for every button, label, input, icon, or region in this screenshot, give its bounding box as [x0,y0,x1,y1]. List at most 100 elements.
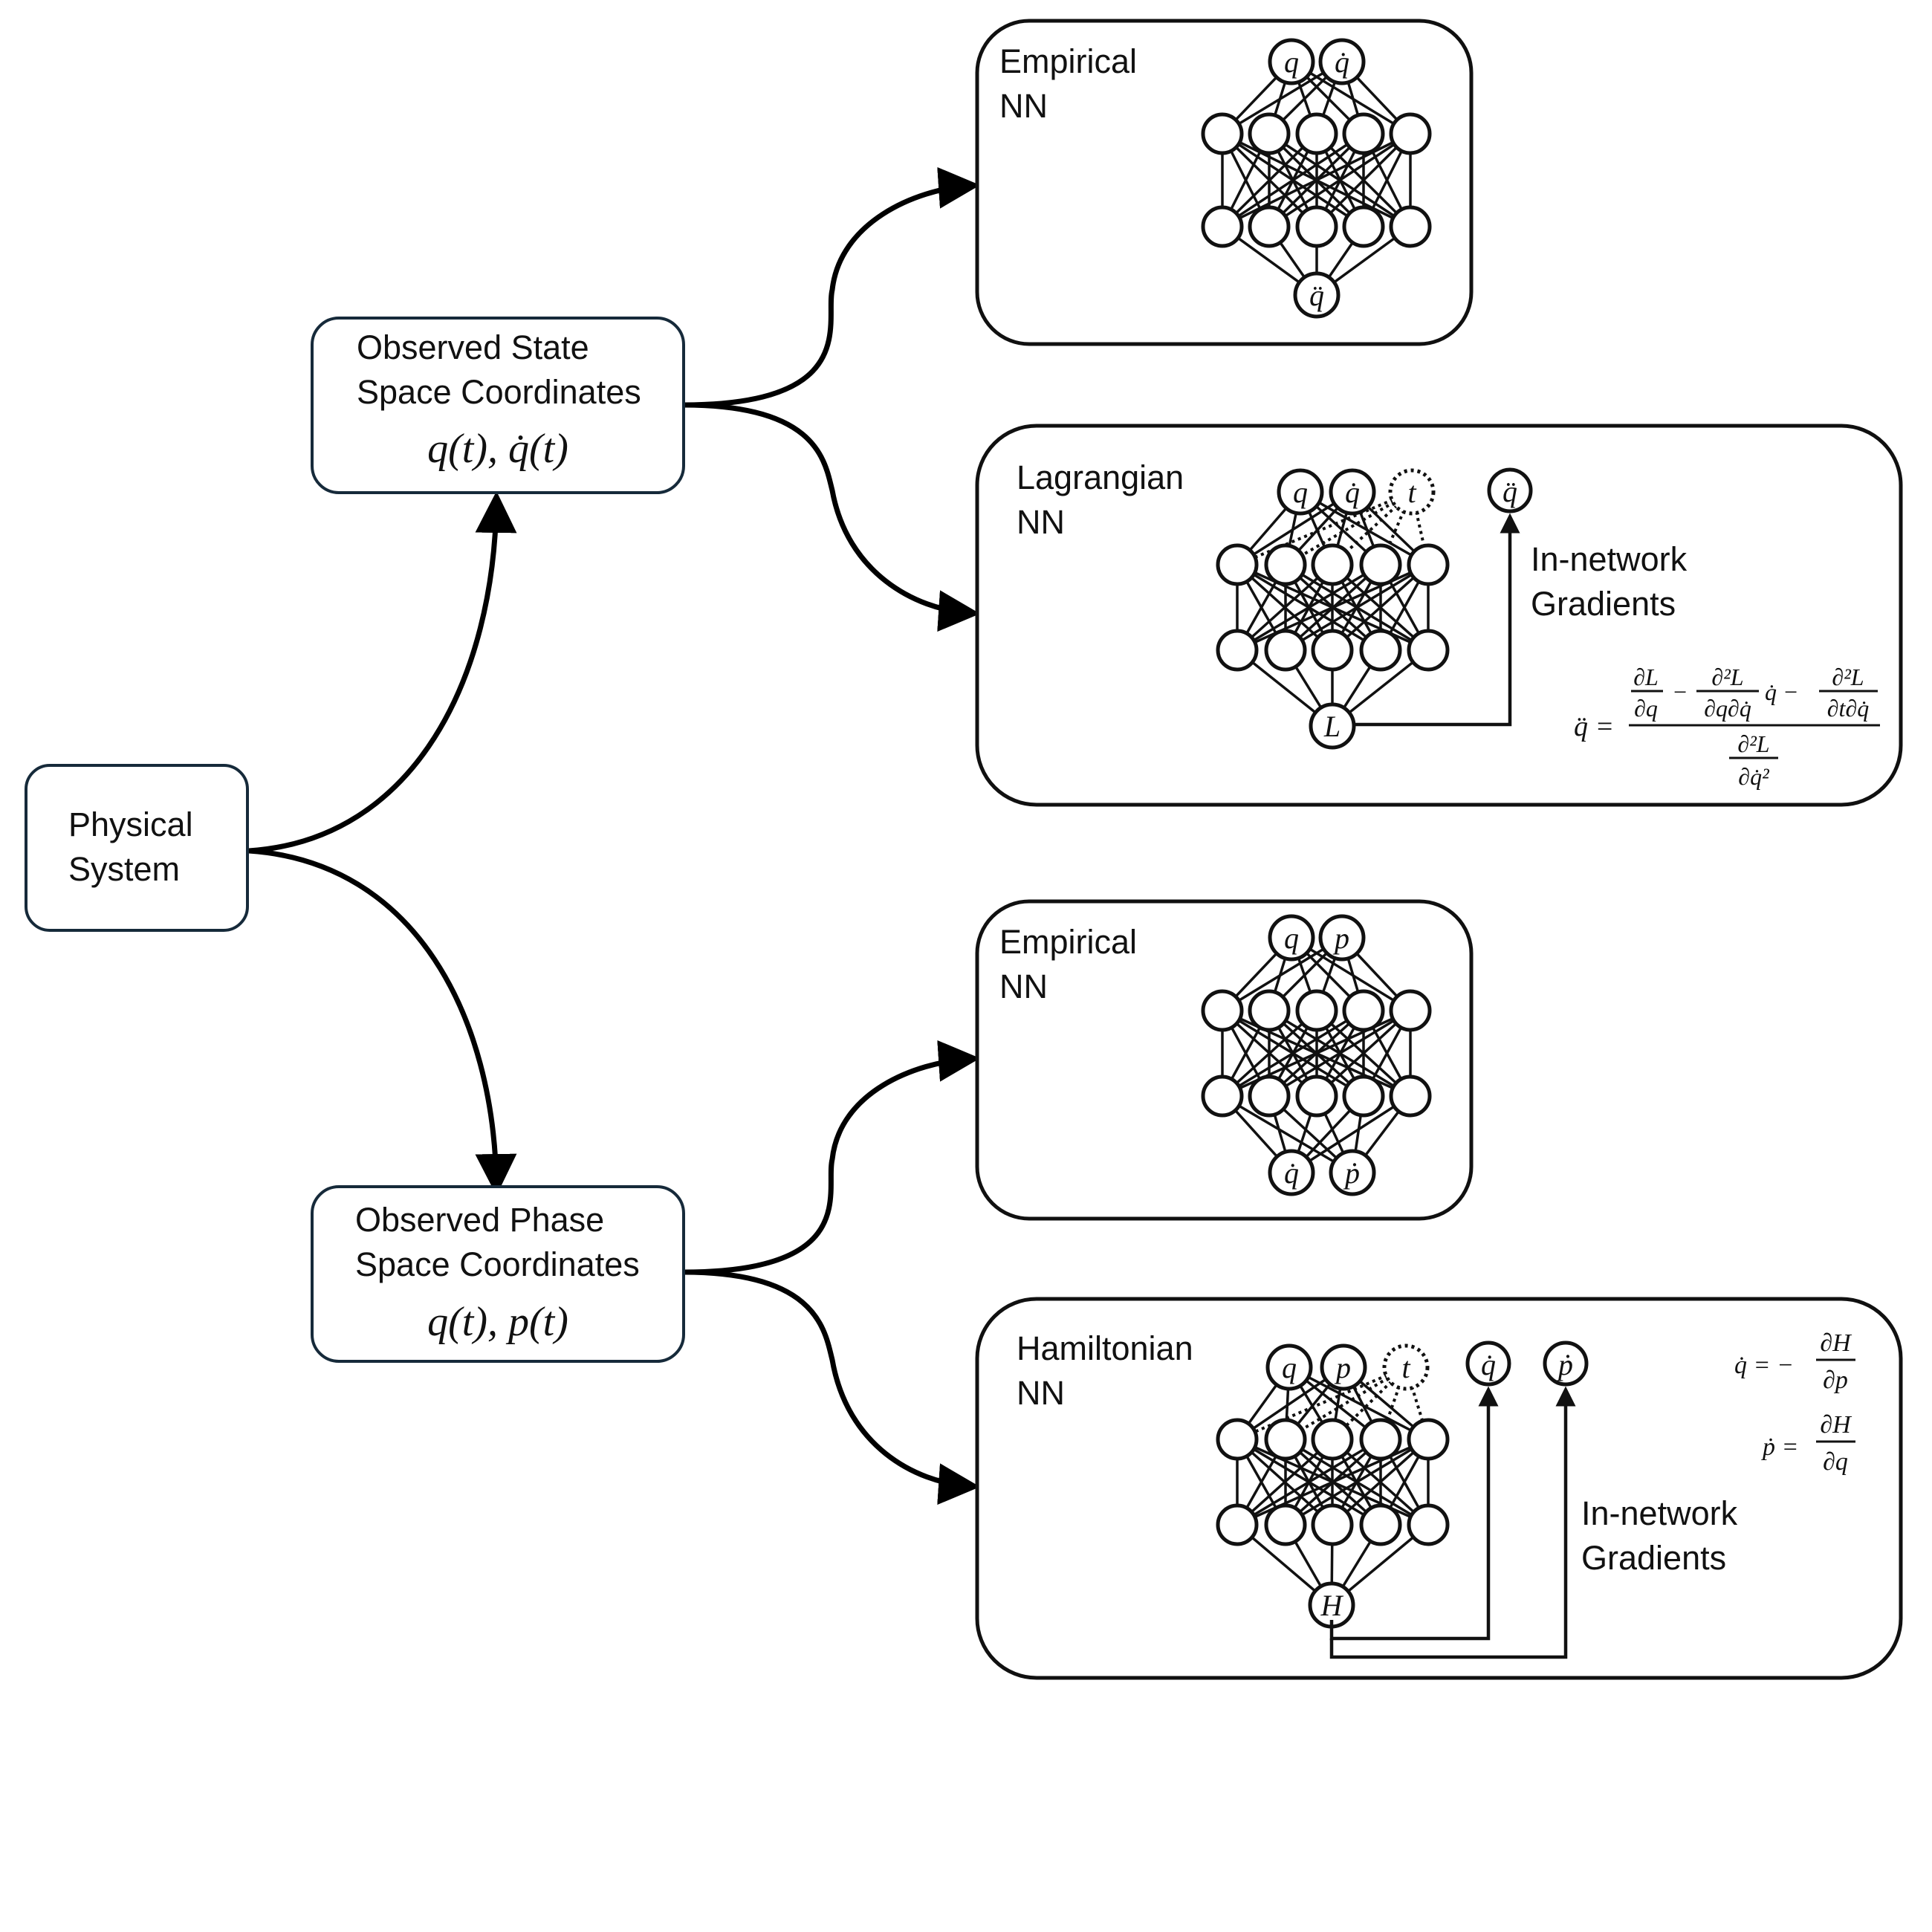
hidden-node-layer1-5 [1389,112,1432,155]
hamiltonian-gradients-subtitle: Gradients [1581,1539,1726,1577]
eq-term1-bottom: ∂q [1634,695,1658,722]
eq-term2-bottom: ∂q∂q̇ [1704,695,1751,722]
hidden-node-layer1-4 [1342,112,1385,155]
hidden-node-layer2-3 [1295,1074,1338,1118]
hamiltonian-output-qdot-label: q̇ [1481,1348,1496,1381]
eq-den-top: ∂²L [1737,730,1769,757]
connection [1236,563,1334,652]
output-2-label: ṗ [1343,1156,1360,1190]
hamiltonian-gradients-title: In-network [1581,1494,1738,1532]
output-1-label: L [1323,710,1341,743]
hidden-node-layer1-2 [1264,543,1307,586]
hidden-node-layer1-3 [1295,989,1338,1032]
physical-system-label-2: System [68,850,180,888]
connection [1222,132,1411,228]
hidden-node-layer2-1 [1216,629,1259,672]
hidden-node-layer1-4 [1342,989,1385,1032]
hamiltonian-nn-title: Hamiltonian [1017,1329,1193,1367]
input-2-node [1320,1343,1367,1391]
dotted-connection [1285,490,1413,566]
state-space-subtitle: Space Coordinates [357,373,641,411]
input-1-label: q [1282,1351,1297,1384]
eq-qdot-minus: q̇ − [1765,678,1799,705]
connection [1285,563,1429,652]
lagrangian-nn-title: Lagrangian [1017,458,1184,496]
connection [1315,132,1412,228]
hidden-node-layer1-3 [1295,112,1338,155]
connection [1331,1438,1430,1526]
hidden-node-layer1-5 [1407,1418,1450,1461]
lagrangian-output-node [1487,467,1533,513]
eq2-lhs: ṗ = [1761,1433,1798,1461]
phase-space-coords: q(t), p(t) [427,1299,568,1345]
phase-space-box: Observed Phase Space Coordinates q(t), p… [311,1185,685,1363]
hidden-node-layer1-3 [1311,1418,1354,1461]
connection [1236,563,1429,652]
eq2-top: ∂H [1820,1411,1852,1439]
input-2-node [1329,468,1376,516]
input-2-label: p [1332,921,1349,955]
hamiltonian-output-pdot-label: ṗ [1556,1348,1573,1381]
phase-space-title: Observed Phase [355,1201,604,1239]
eq-den-bottom: ∂q̇² [1738,763,1770,790]
connection [1236,1438,1429,1526]
hidden-node-layer1-2 [1264,1418,1307,1461]
lagrangian-gradients-subtitle: Gradients [1531,585,1676,623]
hidden-node-layer1-2 [1248,112,1291,155]
hidden-node-layer1-1 [1216,543,1259,586]
input-2-label: p [1334,1351,1351,1384]
lagrangian-output-label: q̈ [1503,475,1517,508]
phase-space-subtitle: Space Coordinates [355,1245,640,1283]
input-3-label: t [1401,1351,1410,1384]
connection [1222,132,1364,228]
hidden-node-layer1-5 [1389,989,1432,1032]
output-1-node [1268,1149,1315,1196]
arrow-to-empirical-state [683,166,980,408]
state-space-box: Observed State Space Coordinates q(t), q… [311,317,685,494]
output-1-node [1293,271,1341,319]
hidden-node-layer2-5 [1389,1074,1432,1118]
input-1-node [1277,468,1324,516]
output-1-label: q̈ [1309,279,1324,312]
state-space-coords: q(t), q̇(t) [427,426,568,472]
hidden-node-layer2-5 [1407,1503,1450,1546]
hidden-node-layer2-4 [1342,1074,1385,1118]
hidden-node-layer1-1 [1201,112,1244,155]
input-3-node [1388,468,1436,516]
input-1-node [1268,914,1315,962]
eq-term3-top: ∂²L [1832,664,1864,690]
arrow-to-state-space [248,491,517,854]
hidden-node-layer1-1 [1216,1418,1259,1461]
input-2-label: q̇ [1345,476,1360,509]
arrow-to-hamiltonian [683,1269,980,1505]
input-1-label: q [1293,476,1308,509]
connection [1288,1366,1429,1441]
hidden-node-layer1-5 [1407,543,1450,586]
connection [1236,563,1381,652]
connection [1221,132,1318,228]
hidden-node-layer1-4 [1359,543,1402,586]
input-3-node [1382,1343,1430,1391]
connection [1285,1438,1429,1526]
lagrangian-nn-subtitle: NN [1017,503,1065,541]
arrow-to-empirical-phase [683,1040,980,1275]
hidden-node-layer2-3 [1311,629,1354,672]
hamiltonian-gradient-path-qdot [1329,1386,1499,1641]
dotted-connection [1236,490,1413,566]
hidden-node-layer2-4 [1359,629,1402,672]
connection [1291,1095,1411,1174]
hidden-node-layer1-4 [1359,1418,1402,1461]
input-2-label: q̇ [1335,45,1349,79]
hidden-node-layer1-1 [1201,989,1244,1032]
connection [1222,1095,1353,1174]
hamiltonian-gradient-path-pdot [1329,1386,1576,1659]
hidden-node-layer2-2 [1248,1074,1291,1118]
empirical-nn-phase-subtitle: NN [999,967,1048,1005]
hidden-node-layer2-2 [1264,1503,1307,1546]
